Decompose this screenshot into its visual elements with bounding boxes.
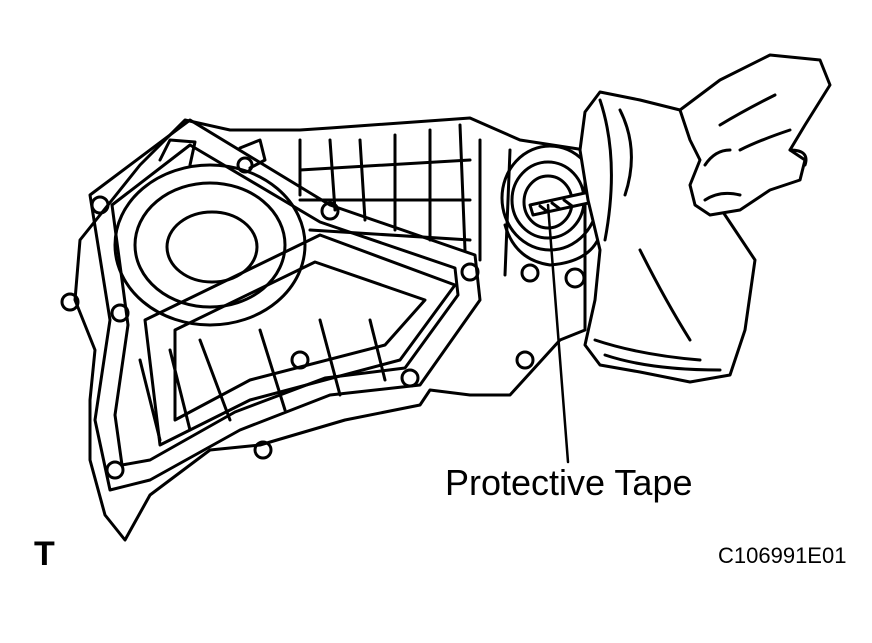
flange-inner — [112, 145, 458, 465]
bore-tab-2 — [240, 140, 265, 168]
triangle-web — [145, 235, 455, 445]
corner-mark: T — [34, 535, 55, 573]
front-flange — [90, 120, 480, 490]
bore-tab — [160, 140, 195, 165]
bearing-bore-inner — [167, 212, 257, 282]
bearing-bore-outer — [115, 165, 305, 325]
protective-tape-label: Protective Tape — [445, 462, 693, 503]
triangle-web-inner — [175, 262, 425, 420]
figure-id: C106991E01 — [718, 543, 847, 568]
callout-leader — [548, 205, 568, 462]
bearing-bore-ring — [135, 183, 285, 307]
hand — [680, 55, 830, 215]
